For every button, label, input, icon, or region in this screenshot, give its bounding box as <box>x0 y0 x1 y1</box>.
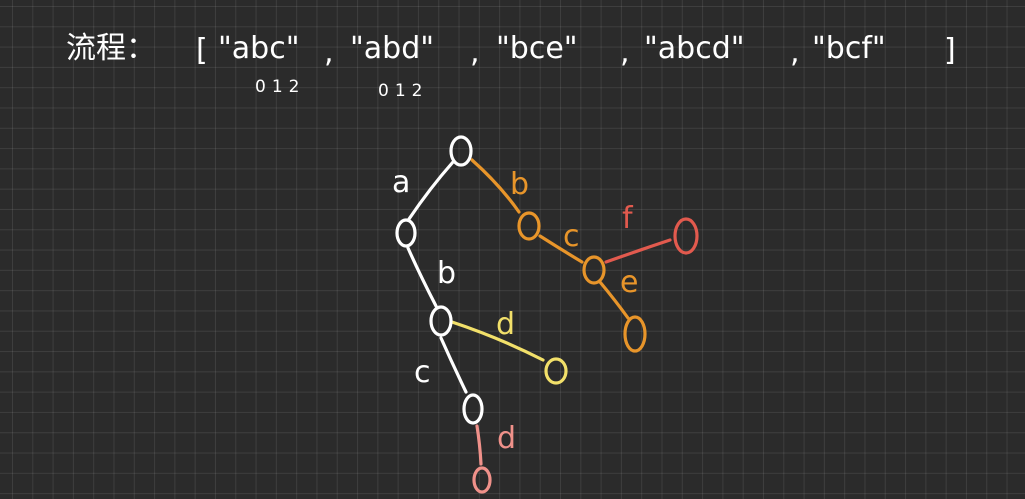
edge-label-c-white: c <box>414 355 431 390</box>
edge-abc-d <box>475 424 483 466</box>
edge-label-b-orange: b <box>510 167 529 202</box>
word-bce: "bce" <box>496 31 578 66</box>
edge-ab-c <box>439 336 468 394</box>
node-abc <box>462 393 484 425</box>
word-abd: "abd" <box>350 31 434 66</box>
edge-root-b <box>470 158 521 214</box>
separator: , <box>620 35 630 70</box>
node-root <box>449 135 473 167</box>
edge-label-d-pink: d <box>497 421 516 456</box>
edge-label-c-orange: c <box>563 219 580 254</box>
close-bracket: ] <box>944 33 956 68</box>
word-abcd: "abcd" <box>644 31 745 66</box>
trie-nodes <box>395 135 699 494</box>
edge-label-e: e <box>620 265 638 300</box>
edge-bc-f <box>604 238 672 264</box>
open-bracket: [ <box>196 33 208 68</box>
edge-label-d-yellow: d <box>496 307 515 342</box>
node-ab <box>429 305 453 337</box>
node-abcd <box>472 466 492 494</box>
edge-ab-d <box>450 320 545 362</box>
edge-root-a <box>407 160 455 221</box>
separator: , <box>470 35 480 70</box>
edge-bc-e <box>598 280 630 320</box>
node-bc <box>582 255 606 285</box>
word-bcf: "bcf" <box>812 31 886 66</box>
node-bce <box>623 315 647 353</box>
edge-label-f: f <box>622 201 634 236</box>
node-a <box>395 218 417 248</box>
index-label-1: 012 <box>255 77 305 97</box>
node-b <box>517 211 541 241</box>
word-abc: "abc" <box>218 31 300 66</box>
edge-a-b <box>406 246 438 308</box>
edge-label-a: a <box>392 165 410 200</box>
node-abd <box>544 357 568 385</box>
index-label-2: 012 <box>378 81 428 101</box>
header-label: 流程： <box>66 31 156 66</box>
trie-edges <box>406 158 672 466</box>
trie-edge-labels: a b b c d c d f e <box>392 165 638 456</box>
separator: , <box>324 35 334 70</box>
node-bcf <box>673 217 699 255</box>
edge-label-b-white: b <box>437 256 456 291</box>
edge-b-c <box>538 234 584 264</box>
header: 流程： [ "abc" , "abd" , "bce" , "abcd" , "… <box>66 31 956 101</box>
separator: , <box>790 35 800 70</box>
